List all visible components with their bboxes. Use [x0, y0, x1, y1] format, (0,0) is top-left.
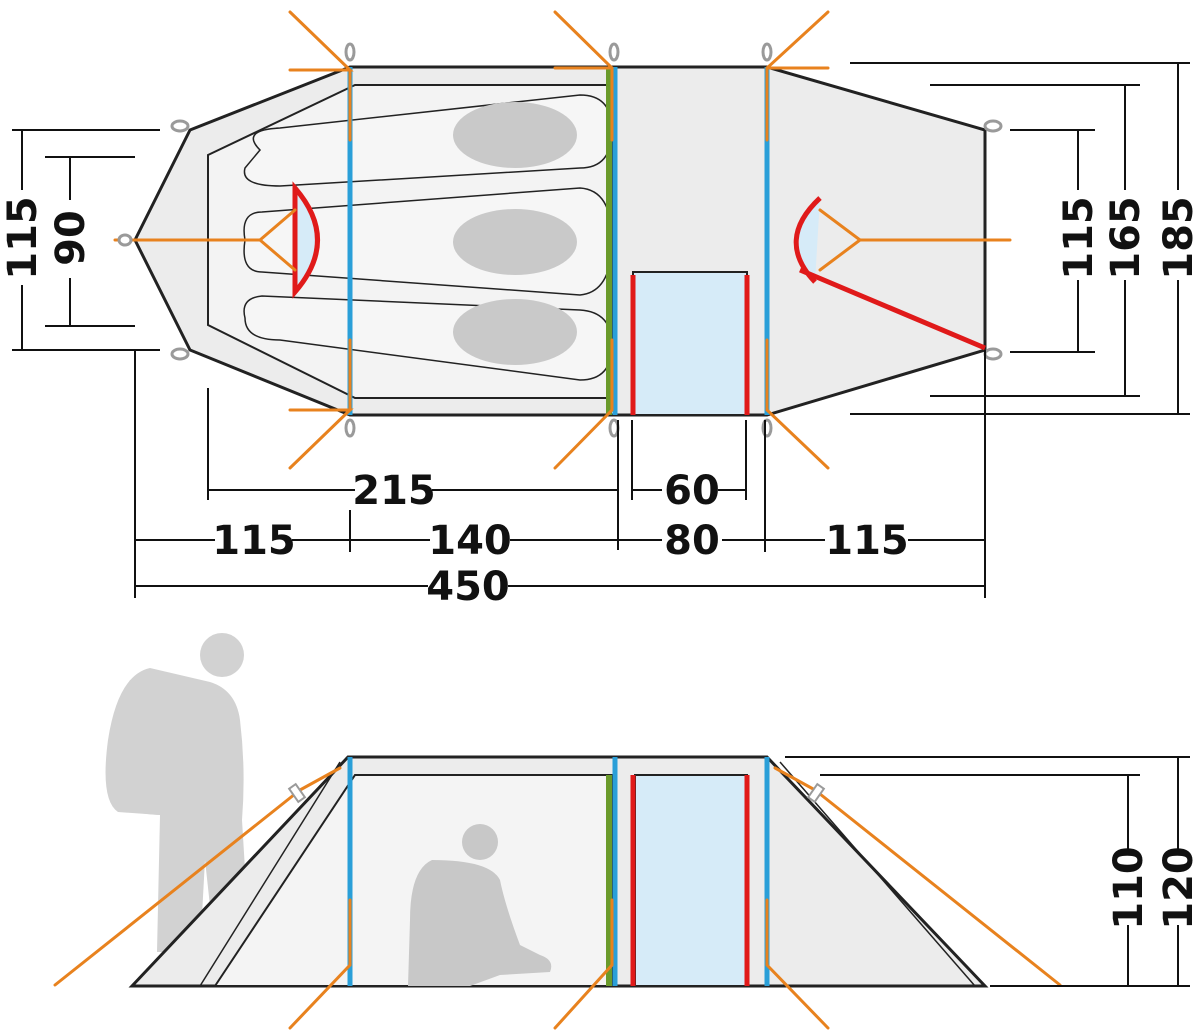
pillow: [453, 209, 577, 275]
side-view: 110 120: [53, 633, 1200, 1030]
left-dimension-lines: [12, 129, 160, 351]
dim-end-width: 115: [1056, 196, 1102, 280]
front-door-zip: [799, 267, 986, 351]
dim-door-width: 60: [664, 468, 720, 514]
porch-door: [632, 271, 748, 416]
hiker-silhouette: [105, 633, 251, 952]
right-dimension-lines: [850, 62, 1190, 415]
dim-mid-width: 165: [1103, 196, 1149, 280]
dim-outer-width: 115: [0, 196, 46, 280]
side-door: [634, 774, 748, 987]
pillow: [453, 299, 577, 365]
plan-view: 215 60 115 140 80 115 450 115 90 115 165…: [0, 10, 1200, 610]
dim-total-length: 450: [426, 564, 510, 610]
sleeping-bags: [243, 94, 613, 381]
dim-segment-sleep: 140: [428, 518, 512, 564]
sitting-person-silhouette: [408, 824, 552, 986]
side-guy-lines: [53, 766, 1062, 1030]
rear-window: [292, 181, 320, 299]
dim-inner-width: 90: [48, 210, 94, 266]
bottom-dimension-lines: [134, 350, 986, 598]
dim-segment-porch: 80: [664, 518, 720, 564]
dim-inner-length: 215: [352, 468, 436, 514]
dim-outer-height: 120: [1156, 846, 1200, 930]
pillow: [453, 102, 577, 168]
height-dimension-lines: [785, 756, 1190, 987]
tent-rear-seam: [199, 761, 341, 987]
side-guy-tensioners: [287, 782, 826, 804]
dim-inner-height: 110: [1106, 846, 1152, 930]
guy-lines: [113, 10, 1012, 470]
dim-segment-left: 115: [212, 518, 296, 564]
dim-segment-right: 115: [825, 518, 909, 564]
dim-total-width: 185: [1156, 196, 1200, 280]
